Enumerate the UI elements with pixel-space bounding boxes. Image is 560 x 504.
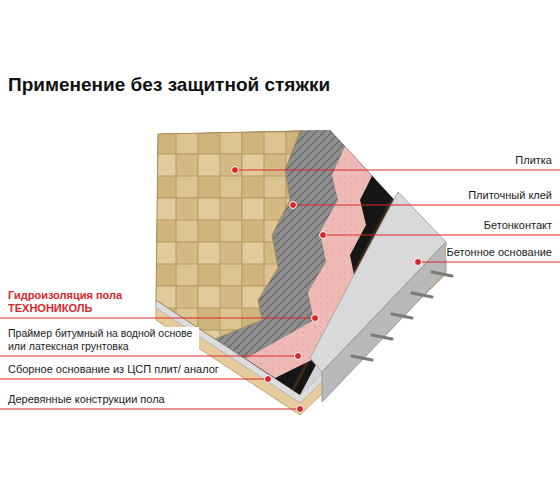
tile-layer — [156, 131, 300, 339]
leader-line — [323, 235, 560, 236]
leader-line — [418, 262, 560, 263]
leader-dot — [297, 406, 304, 413]
leader-dot — [295, 353, 302, 360]
leader-dot — [290, 202, 297, 209]
rebar-rod — [352, 356, 372, 360]
leader-lines — [0, 170, 560, 409]
concrete-side — [322, 242, 446, 402]
leader-dots — [232, 167, 422, 413]
layer-label: Гидроизоляция пола ТЕХНОНИКОЛЬ — [7, 289, 139, 315]
tile-glue-layer — [156, 130, 345, 359]
rebar — [352, 272, 452, 360]
leader-dot — [415, 259, 422, 266]
layer-label: Плиточный клей — [467, 189, 553, 202]
leader-line — [0, 379, 268, 380]
leader-line — [0, 409, 300, 410]
layer-label: Бетонконтакт — [483, 219, 553, 232]
leader-line — [235, 170, 560, 171]
layer-label: Праймер битумный на водной основе или ла… — [7, 327, 199, 353]
leader-dot — [232, 167, 239, 174]
rebar-rod — [392, 314, 412, 318]
layer-label: Бетонное основание — [446, 246, 553, 259]
rebar-rod — [412, 293, 432, 297]
leader-dot — [320, 232, 327, 239]
layer-label: Плитка — [514, 154, 553, 167]
rebar-rod — [432, 272, 452, 276]
leader-line — [0, 318, 315, 319]
leader-dot — [312, 315, 319, 322]
leader-dot — [265, 376, 272, 383]
rebar-rod — [372, 335, 392, 339]
leader-line — [0, 356, 298, 357]
layer-label: Сборное основание из ЦСП плит/ аналог — [7, 363, 220, 376]
leader-line — [293, 205, 560, 206]
diagram-title: Применение без защитной стяжки — [8, 74, 330, 96]
layer-label: Деревянные конструкции пола — [7, 393, 166, 406]
